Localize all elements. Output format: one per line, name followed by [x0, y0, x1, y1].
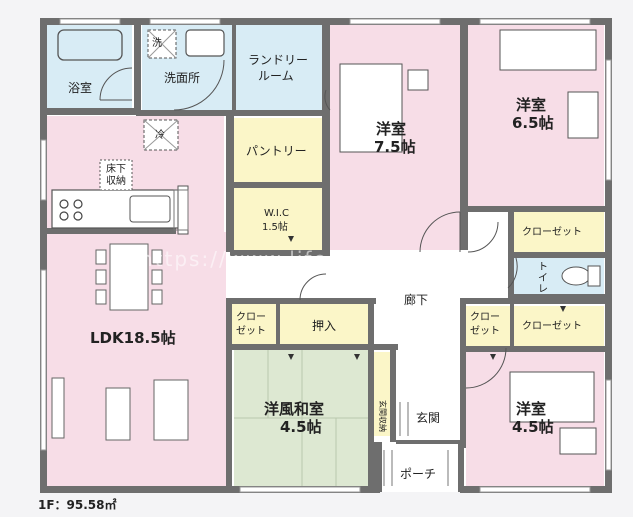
label-corridor: 廊下 — [404, 292, 428, 307]
label-bath: 浴室 — [68, 80, 92, 95]
label-closet-right-top: クローゼット — [522, 226, 582, 238]
laundry-room — [236, 24, 322, 110]
genkan-shuno — [374, 352, 390, 436]
closet-right-top — [514, 212, 604, 252]
label-yukashita-1: 床下 — [106, 162, 126, 175]
label-wafu-2: 4.5帖 — [280, 418, 322, 436]
label-wic-2: 1.5帖 — [262, 220, 288, 233]
label-bedroom45-1: 洋室 — [516, 400, 546, 418]
label-closet-small-1: クロー — [236, 311, 266, 323]
label-bedroom75-2: 7.5帖 — [374, 138, 416, 156]
floor-area-caption: 1F：95.58㎡ — [38, 498, 117, 512]
label-porch: ポーチ — [400, 467, 436, 481]
label-laundry-2: ルーム — [258, 69, 294, 83]
label-wic-1: W.I.C — [264, 208, 289, 219]
watermark-text: https://www.life-hearth.com — [140, 247, 472, 271]
label-genkan-shuno: 玄関収納 — [378, 400, 388, 432]
label-bedroom45-2: 4.5帖 — [512, 418, 554, 436]
corridor — [226, 252, 512, 302]
label-wafu-1: 洋風和室 — [264, 400, 324, 418]
wic-room — [234, 188, 322, 250]
label-bedroom75-1: 洋室 — [376, 120, 406, 138]
closet-mid-right-wide — [514, 306, 604, 346]
label-fridge-mark: 冷 — [155, 128, 165, 141]
label-washroom: 洗面所 — [164, 71, 200, 85]
label-closet-mid-2: ゼット — [470, 325, 500, 337]
label-toilet-1: ト — [538, 262, 548, 273]
label-closet-mid-1: クロー — [470, 311, 500, 323]
pantry-room — [234, 118, 322, 182]
label-toilet-3: レ — [538, 284, 548, 295]
label-bedroom65-1: 洋室 — [516, 96, 546, 114]
label-closet-small-2: ゼット — [236, 325, 266, 337]
oshiire-room — [280, 304, 368, 344]
label-toilet-2: イ — [538, 273, 548, 284]
label-ldk: LDK18.5帖 — [90, 329, 176, 347]
label-bedroom65-2: 6.5帖 — [512, 114, 554, 132]
genkan-area — [392, 396, 458, 442]
label-laundry-1: ランドリー — [248, 53, 308, 67]
label-pantry: パントリー — [246, 144, 307, 158]
closet-mid-left — [230, 304, 276, 344]
porch-area — [380, 444, 460, 486]
label-yukashita-2: 収納 — [106, 174, 126, 187]
label-sen-mark: 洗 — [152, 37, 162, 49]
label-genkan: 玄関 — [416, 410, 440, 425]
label-oshiire: 押入 — [312, 319, 336, 333]
closet-mid-right-small — [466, 306, 510, 346]
bath-room — [46, 24, 132, 108]
label-closet-mid-wide: クローゼット — [522, 320, 582, 332]
